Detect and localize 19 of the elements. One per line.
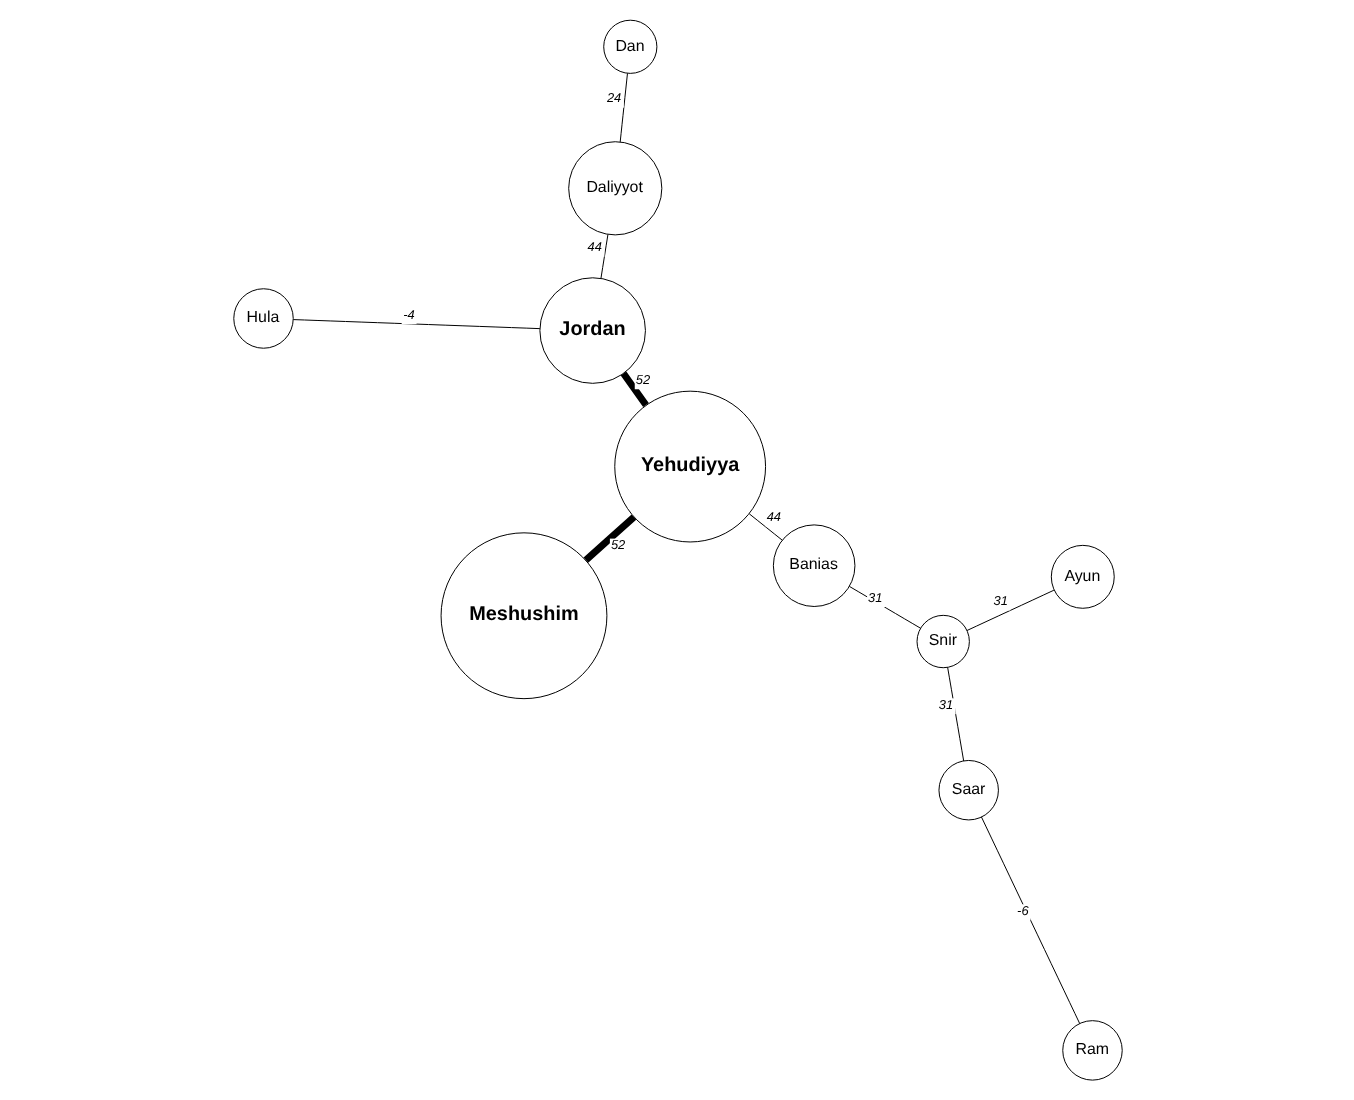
node-circle: Ayun: [1049, 544, 1114, 609]
connector: [599, 234, 608, 279]
connector: [291, 319, 540, 330]
connector: [582, 514, 636, 563]
node-circle: Banias: [771, 524, 855, 607]
node-circle: Daliyyot: [567, 141, 662, 236]
connector: [847, 585, 921, 629]
connector: [979, 816, 1080, 1025]
connector: [965, 589, 1054, 632]
node-circle: Hula: [232, 288, 293, 349]
node-circle: Ram: [1061, 1020, 1122, 1081]
node-circle: Dan: [602, 19, 657, 74]
node-circle: Saar: [937, 759, 998, 821]
node-circle: Yehudiyya: [613, 390, 766, 543]
connector: [946, 666, 964, 762]
node-circle: Snir: [915, 614, 969, 669]
node-circle: Meshushim: [439, 532, 607, 700]
connector: [619, 371, 648, 407]
connector: [618, 72, 627, 143]
